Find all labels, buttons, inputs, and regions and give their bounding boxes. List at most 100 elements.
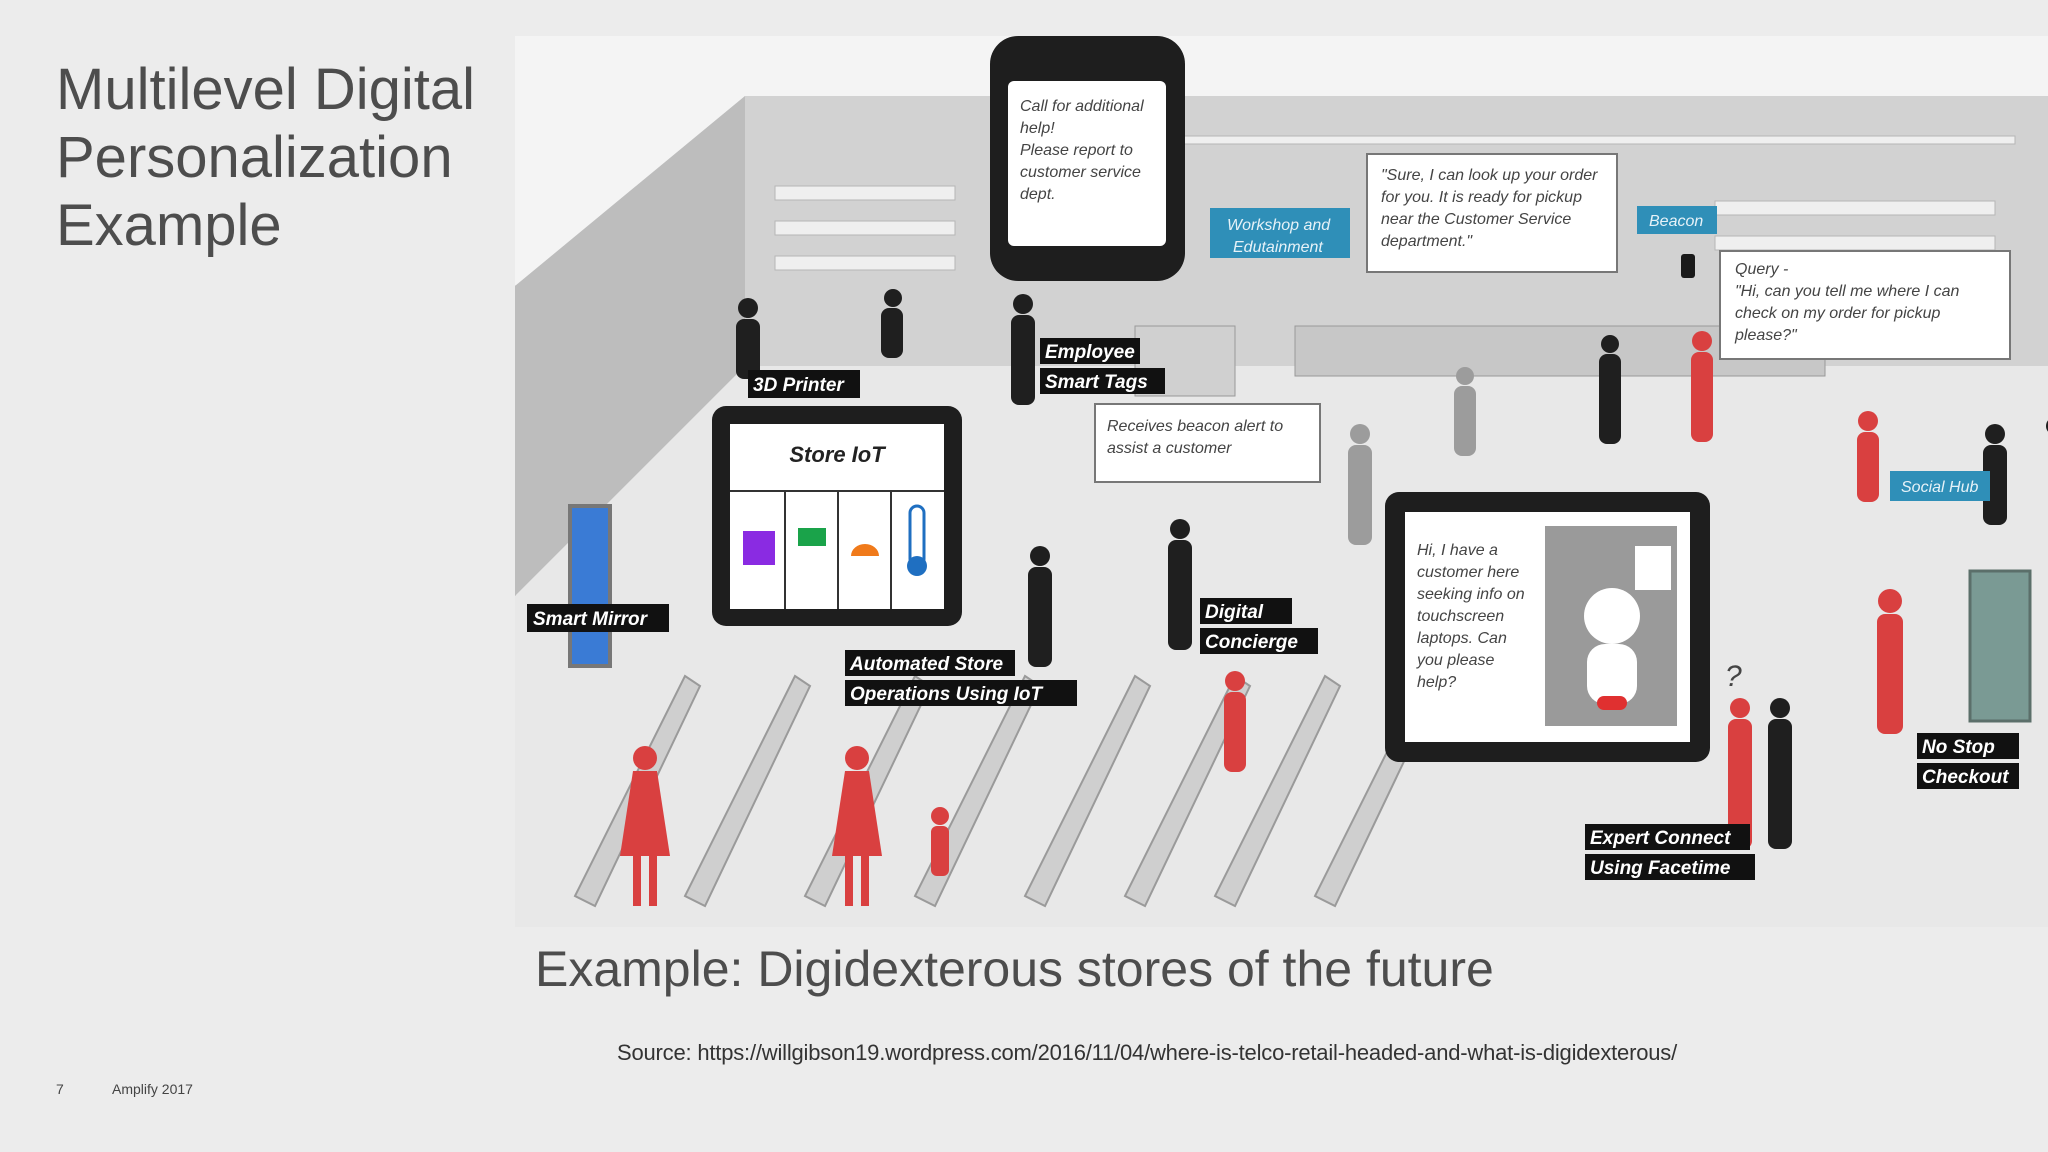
title-line: Example <box>56 193 282 258</box>
beacon-tag: Beacon <box>1637 206 1717 234</box>
svg-text:Smart Tags: Smart Tags <box>1045 372 1148 393</box>
svg-text:No Stop: No Stop <box>1922 737 1995 758</box>
beacon-device <box>1681 254 1695 278</box>
query-bubble: Query - "Hi, can you tell me where I can… <box>1719 250 2011 360</box>
tablet-line: touchscreen <box>1417 608 1504 625</box>
person-silhouette <box>931 807 949 876</box>
svg-text:Using Facetime: Using Facetime <box>1590 858 1731 879</box>
avatar <box>1584 588 1640 644</box>
store-illustration: Call for additional help! Please report … <box>515 36 2048 927</box>
beacon-alert-bubble: Receives beacon alert to assist a custom… <box>1094 403 1321 483</box>
svg-text:Concierge: Concierge <box>1205 632 1298 653</box>
person-silhouette <box>1691 331 1713 442</box>
footer-text: Amplify 2017 <box>112 1081 193 1097</box>
svg-text:Receives beacon alert to: Receives beacon alert to assist a custom… <box>1107 418 1288 457</box>
left-wall <box>515 96 745 596</box>
person-silhouette <box>1011 294 1035 405</box>
order-bubble: "Sure, I can look up your order for you.… <box>1366 153 1618 273</box>
source-citation: Source: https://willgibson19.wordpress.c… <box>617 1040 1678 1065</box>
ceiling <box>515 36 2048 286</box>
register-icon <box>743 531 775 565</box>
store-iot-title: Store IoT <box>789 442 886 467</box>
tablet-message: Hi, I have a customer here seeking info … <box>1416 542 1529 691</box>
social-hub-label: Social Hub <box>1901 479 1978 496</box>
end-call-icon <box>1597 696 1627 710</box>
query-line: please?" <box>1734 327 1798 344</box>
label-smart-mirror: Smart Mirror <box>527 604 669 632</box>
order-line: for you. It is ready for pickup <box>1381 189 1582 206</box>
scanner-icon <box>798 528 826 546</box>
label-3d-printer: 3D Printer <box>748 370 860 398</box>
person-silhouette <box>832 746 882 906</box>
person-silhouette <box>1857 411 1879 502</box>
title-line: Multilevel Digital <box>56 57 476 122</box>
label-employee-smart-tags: Employee Smart Tags <box>1040 338 1165 394</box>
tablet-line: you please <box>1416 652 1494 669</box>
page-number: 7 <box>56 1081 64 1097</box>
phone-line: customer service <box>1020 164 1141 181</box>
label-automated-store: Automated Store Operations Using IoT <box>845 650 1077 706</box>
person-silhouette <box>1599 335 1621 444</box>
question-mark: ? <box>1725 660 1742 693</box>
beacon-alert-line: Receives beacon alert to <box>1107 418 1283 435</box>
order-line: department." <box>1381 233 1473 250</box>
svg-text:Expert Connect: Expert Connect <box>1590 828 1731 849</box>
query-line: check on my order for pickup <box>1735 305 1941 322</box>
order-line: "Sure, I can look up your order <box>1381 167 1598 184</box>
slide-caption: Example: Digidexterous stores of the fut… <box>535 941 1494 997</box>
person-silhouette <box>1768 698 1792 849</box>
person-silhouette <box>1028 546 1052 667</box>
svg-text:"Sure, I can look up your orde: "Sure, I can look up your order for you.… <box>1381 167 1602 250</box>
beacon-label: Beacon <box>1649 213 1703 230</box>
tablet-line: laptops. Can <box>1417 630 1507 647</box>
person-silhouette <box>1224 671 1246 772</box>
label-no-stop-checkout: No Stop Checkout <box>1917 733 2019 789</box>
people-red <box>620 331 1903 906</box>
person-silhouette <box>881 289 903 358</box>
query-line: Query - <box>1735 261 1788 278</box>
phone-line: help! <box>1020 120 1055 137</box>
people-grey <box>1348 367 1476 545</box>
person-silhouette <box>736 298 760 379</box>
tablet-line: help? <box>1417 674 1456 691</box>
query-line: "Hi, can you tell me where I can <box>1735 283 1960 300</box>
person-silhouette <box>1348 424 1372 545</box>
beacon-alert-line: assist a customer <box>1107 440 1232 457</box>
person-silhouette <box>1983 424 2007 525</box>
social-hub-tag: Social Hub <box>1890 471 1990 501</box>
svg-text:Automated Store: Automated Store <box>849 654 1004 675</box>
person-silhouette <box>620 746 670 906</box>
back-shelves <box>774 135 2016 271</box>
workshop-line: Workshop and <box>1227 217 1331 234</box>
tablet-line: Hi, I have a <box>1417 542 1498 559</box>
phone-line: dept. <box>1020 186 1056 203</box>
svg-text:Smart Mirror: Smart Mirror <box>533 609 649 630</box>
phone-screen <box>1008 81 1166 246</box>
person-silhouette <box>1877 589 1903 734</box>
thermometer-bulb <box>907 556 927 576</box>
person-silhouette <box>1168 519 1192 650</box>
svg-text:Query - "Hi, can you tel: Query - "Hi, can you tell me where I can… <box>1734 261 1964 344</box>
phone-message: Call for additional help! Please report … <box>1020 98 1148 203</box>
svg-text:Digital: Digital <box>1205 602 1264 623</box>
smart-mirror-screen <box>568 504 612 668</box>
svg-text:3D Printer: 3D Printer <box>753 375 845 396</box>
phone-line: Please report to <box>1020 142 1133 159</box>
store-iot-tablet: Store IoT <box>712 406 962 626</box>
phone-line: Call for additional <box>1020 98 1144 115</box>
title-line: Personalization <box>56 125 453 190</box>
svg-text:Checkout: Checkout <box>1922 767 2009 788</box>
slide-title: Multilevel Digital Personalization Examp… <box>56 56 496 260</box>
person-silhouette <box>1728 698 1752 849</box>
person-silhouette <box>1454 367 1476 456</box>
label-expert-connect: Expert Connect Using Facetime <box>1585 824 1755 880</box>
expert-tablet: Hi, I have a customer here seeking info … <box>1385 492 1710 762</box>
workshop-line: Edutainment <box>1233 239 1323 256</box>
tablet-line: customer here <box>1417 564 1519 581</box>
label-digital-concierge: Digital Concierge <box>1200 598 1318 654</box>
people-dark <box>736 289 2048 849</box>
order-line: near the Customer Service <box>1381 211 1571 228</box>
tablet-line: seeking info on <box>1417 586 1525 603</box>
